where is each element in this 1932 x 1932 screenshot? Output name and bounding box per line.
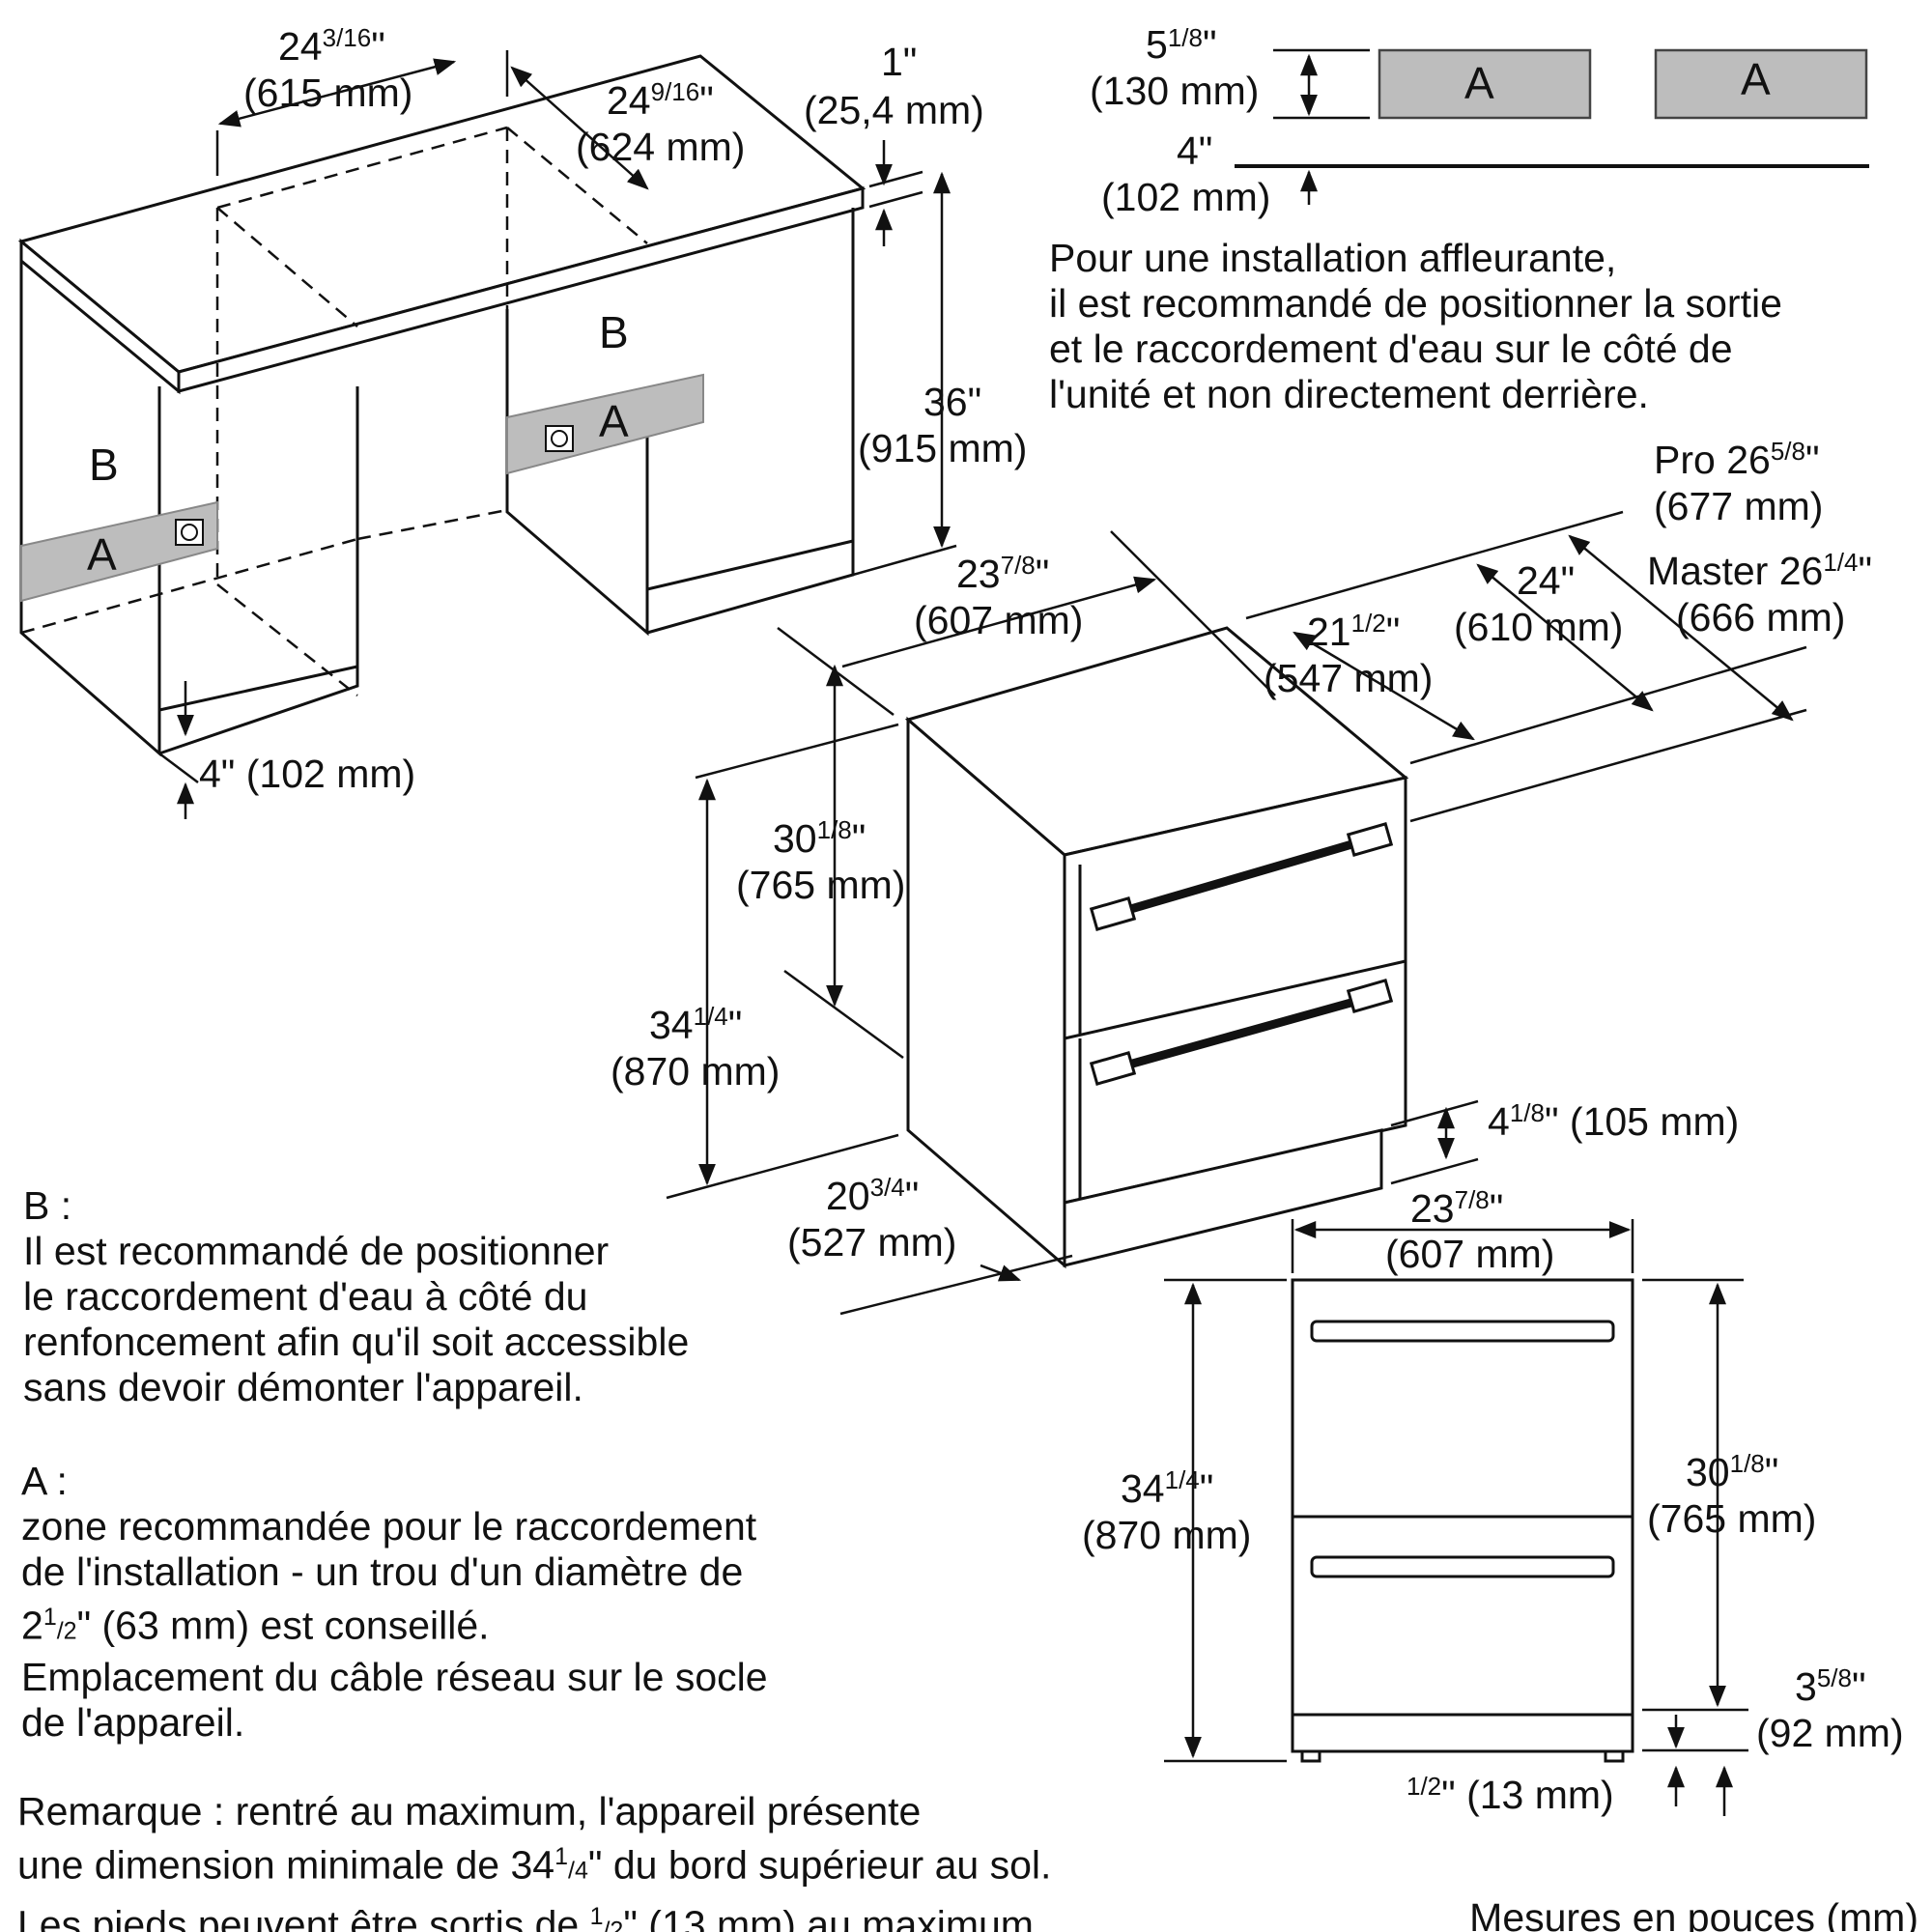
appliance-isometric <box>904 626 1409 1269</box>
appliance-dimension-lines <box>666 510 1807 1316</box>
countertop <box>17 54 867 374</box>
power-socket-icon <box>175 519 204 546</box>
front-elevation <box>1291 1278 1634 1763</box>
note-line: Remarque : rentré au maximum, l'appareil… <box>17 1789 922 1833</box>
zone-a-box <box>1654 48 1868 120</box>
dim-master-depth-mm: (666 mm) <box>1676 595 1845 639</box>
front-plinth <box>1291 1713 1634 1753</box>
power-socket-icon <box>545 425 574 452</box>
dim-cabinet-height: 36" <box>923 380 981 424</box>
note-flush-install: Pour une installation affleurante, il es… <box>1049 236 1782 417</box>
dim-front-body-height: 301/8" <box>1686 1449 1778 1494</box>
dim-width-mm: (607 mm) <box>914 598 1083 642</box>
note-line: de l'appareil. <box>21 1699 245 1745</box>
note-line: Pour une installation affleurante, <box>1049 236 1617 280</box>
dim-depth-24: 24" <box>1517 558 1575 603</box>
note-line: l'unité et non directement derrière. <box>1049 372 1649 416</box>
note-line: sans devoir démonter l'appareil. <box>23 1365 583 1409</box>
drawer-handle <box>1099 834 1374 923</box>
dim-front-feet: 1/2" (13 mm) <box>1406 1772 1614 1817</box>
zone-b-label: B <box>599 307 629 357</box>
zone-a-label: A <box>87 529 117 580</box>
note-zone-b: B : Il est recommandé de positionner le … <box>23 1183 689 1410</box>
note-line: et le raccordement d'eau sur le côté de <box>1049 327 1733 371</box>
note-title: B : <box>23 1183 72 1228</box>
note-line: une dimension minimale de 341/4" du bord… <box>17 1842 1052 1888</box>
cabinet-dimension-lines <box>158 50 957 819</box>
note-line: il est recommandé de positionner la sort… <box>1049 281 1782 326</box>
countertop-side-edge <box>177 186 865 393</box>
dim-toe-kick: 4" (102 mm) <box>199 752 415 796</box>
dim-master-depth: Master 261/4" <box>1647 548 1872 593</box>
drawer-handle <box>1310 1320 1615 1578</box>
note-line: Les pieds peuvent être sortis de 1/2" (1… <box>17 1902 1045 1932</box>
note-line: renfoncement afin qu'il soit accessible <box>23 1320 690 1364</box>
appliance-front <box>1063 776 1407 1205</box>
dim-pro-depth: Pro 265/8" <box>1654 437 1820 482</box>
dim-cabinet-height-mm: (915 mm) <box>858 426 1027 470</box>
dim-front-total-height: 341/4" <box>1121 1465 1213 1511</box>
dim-total-height-mm: (870 mm) <box>611 1049 780 1094</box>
dim-depth-21-mm: (547 mm) <box>1264 656 1433 700</box>
note-line: de l'installation - un trou d'un diamètr… <box>21 1549 744 1594</box>
dim-cabinet-width-2-mm: (624 mm) <box>576 125 745 169</box>
cabinet-niche-drawing <box>17 54 867 757</box>
left-cabinet-outline <box>19 261 161 757</box>
note-title: A : <box>21 1459 68 1503</box>
dim-pro-depth-mm: (677 mm) <box>1654 484 1823 528</box>
dim-front-body-height-mm: (765 mm) <box>1647 1496 1816 1541</box>
dim-zone-a-offset: 4" <box>1177 128 1212 173</box>
dim-cabinet-width-2: 249/16" <box>607 77 714 123</box>
right-cabinet-outline <box>505 309 649 637</box>
dim-front-width-mm: (607 mm) <box>1385 1232 1554 1276</box>
dim-front-width: 237/8" <box>1410 1185 1503 1231</box>
dim-cabinet-width-1-mm: (615 mm) <box>243 71 412 115</box>
dim-side-depth-mm: (527 mm) <box>787 1220 956 1264</box>
dim-zone-a-height: 51/8" <box>1146 22 1217 67</box>
zone-a-label: A <box>1741 54 1771 104</box>
note-line: 21/2" (63 mm) est conseillé. <box>21 1603 490 1648</box>
zone-a-label: A <box>1464 58 1494 108</box>
note-line: zone recommandée pour le raccordement <box>21 1504 757 1548</box>
dim-total-height: 341/4" <box>649 1002 742 1047</box>
dim-counter-thickness: 1" <box>881 40 917 84</box>
front-body <box>1291 1278 1634 1717</box>
dim-body-height: 301/8" <box>773 815 866 861</box>
zone-a-elevation <box>1235 48 1869 205</box>
zone-a-box <box>1378 48 1592 120</box>
dim-side-depth: 203/4" <box>826 1173 919 1218</box>
note-line: Emplacement du câble réseau sur le socle <box>21 1654 768 1699</box>
dim-cabinet-width-1: 243/16" <box>278 23 385 69</box>
note-line: le raccordement d'eau à côté du <box>23 1274 588 1319</box>
dim-front-total-height-mm: (870 mm) <box>1082 1513 1251 1557</box>
dim-front-base-mm: (92 mm) <box>1756 1711 1904 1755</box>
dim-depth-21: 211/2" <box>1307 609 1400 654</box>
zone-a-band-left <box>20 500 218 603</box>
note-zone-a: A : zone recommandée pour le raccordemen… <box>21 1459 768 1746</box>
dim-body-height-mm: (765 mm) <box>736 863 905 907</box>
units-footer: Mesures en pouces (mm) <box>1469 1895 1918 1932</box>
dim-zone-a-offset-mm: (102 mm) <box>1101 175 1270 219</box>
drawer-handle <box>1099 992 1374 1077</box>
zone-b-label: B <box>89 440 119 490</box>
dim-zone-a-height-mm: (130 mm) <box>1090 69 1259 113</box>
front-dimension-lines <box>1164 1219 1748 1816</box>
zone-a-label: A <box>599 396 629 446</box>
dim-front-base: 35/8" <box>1795 1663 1866 1709</box>
note-line: Il est recommandé de positionner <box>23 1229 610 1273</box>
note-remark: Remarque : rentré au maximum, l'appareil… <box>17 1789 1051 1932</box>
dim-plinth-height: 41/8" (105 mm) <box>1488 1098 1739 1144</box>
dim-counter-thickness-mm: (25,4 mm) <box>804 88 984 132</box>
dim-width: 237/8" <box>956 551 1049 596</box>
dim-depth-24-mm: (610 mm) <box>1454 605 1623 649</box>
